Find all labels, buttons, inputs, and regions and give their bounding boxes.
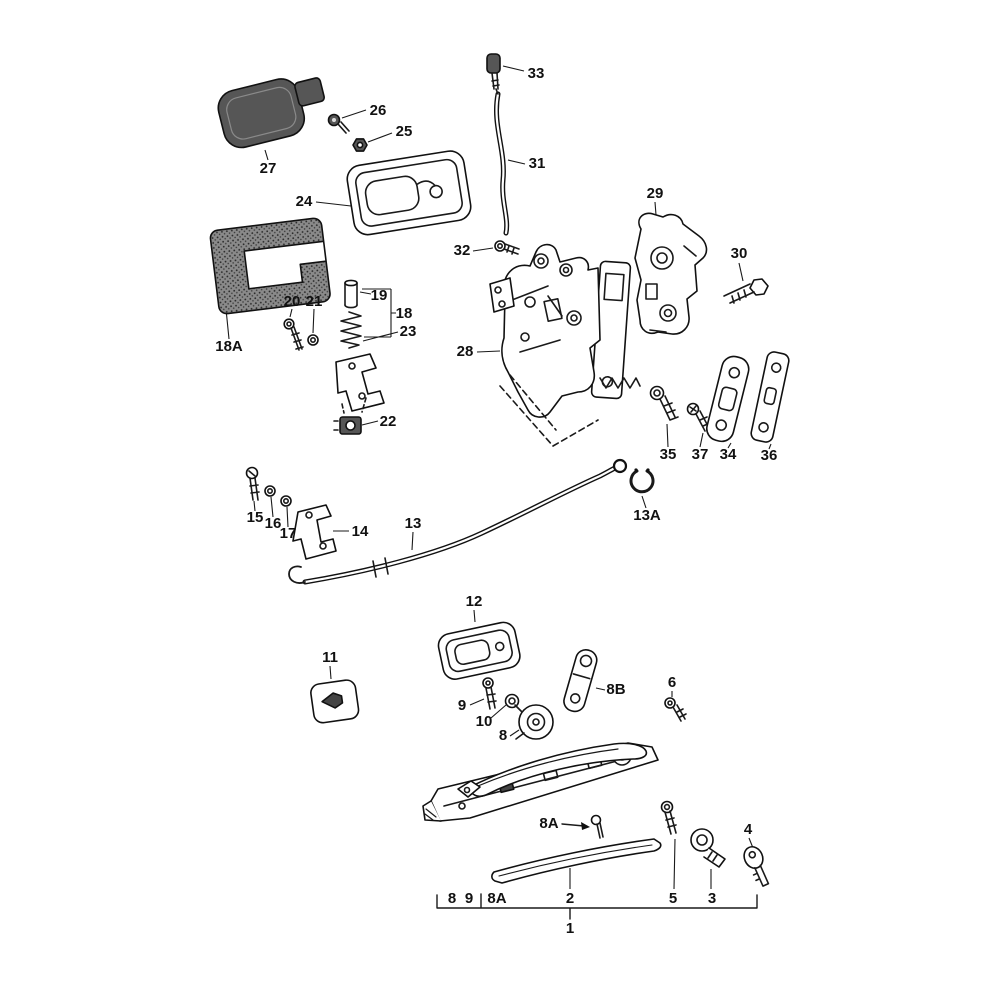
part-label-33: 33 (528, 65, 545, 82)
part-label-16: 16 (265, 515, 282, 532)
part-36-gasket-plate (750, 351, 790, 443)
part-label-8a: 8A (539, 815, 558, 832)
part-16-washer (264, 485, 276, 497)
part-5-bolt (660, 800, 677, 835)
part-label-18a: 18A (215, 338, 243, 355)
part-label-19: 19 (371, 287, 388, 304)
part-label-5: 5 (669, 890, 677, 907)
part-label-4: 4 (744, 821, 753, 838)
part-6-screw (664, 697, 687, 722)
part-label-6: 6 (668, 674, 676, 691)
part-label-23: 23 (400, 323, 417, 340)
part-35-bolt (649, 385, 679, 421)
part-label-14: 14 (352, 523, 369, 540)
part-20-screw (283, 318, 304, 351)
part-label-8a: 8A (487, 890, 506, 907)
part-34-striker-plate (706, 355, 750, 443)
part-label-36: 36 (761, 447, 778, 464)
part-33-pin (486, 53, 501, 90)
part-37-screw (686, 402, 711, 432)
part-14-bracket (292, 504, 337, 560)
part-label-32: 32 (454, 242, 471, 259)
part-3-lock-cylinder (690, 828, 726, 868)
part-label-1: 1 (566, 920, 574, 937)
part-8a-screw (561, 814, 604, 839)
part-13-actuating-rod (288, 458, 628, 585)
leader-lines (225, 65, 772, 890)
part-label-13: 13 (405, 515, 422, 532)
part-11-cylinder-gasket (310, 679, 360, 724)
part-24-handle-bezel (346, 150, 472, 236)
part-label-26: 26 (370, 102, 387, 119)
part-label-17: 17 (280, 525, 297, 542)
part-label-31: 31 (529, 155, 546, 172)
part-18a-door-pull-seal (209, 217, 331, 315)
part-label-34: 34 (720, 446, 737, 463)
part-label-9: 9 (465, 890, 473, 907)
part-18-bracket (335, 353, 385, 414)
part-17-washer (280, 495, 292, 507)
bottom-reference-lines (436, 893, 758, 920)
part-9-screw (482, 677, 497, 710)
part-4-key (743, 845, 770, 887)
part-28-lock-mechanism (489, 243, 641, 447)
part-label-15: 15 (247, 509, 264, 526)
part-15-screw (245, 466, 260, 501)
part-12-handle-gasket (437, 621, 521, 680)
part-32-screw (494, 240, 520, 255)
part-label-10: 10 (476, 713, 493, 730)
part-label-8b: 8B (606, 681, 625, 698)
part-label-22: 22 (380, 413, 397, 430)
part-label-28: 28 (457, 343, 474, 360)
part-27-door-pull (217, 77, 326, 149)
part-label-18: 18 (396, 305, 413, 322)
part-8b-lever (563, 649, 598, 713)
part-label-29: 29 (647, 185, 664, 202)
part-30-bolt (723, 278, 769, 304)
part-1-outer-handle-assembly (422, 742, 659, 822)
part-25-nut (352, 138, 368, 152)
part-label-9: 9 (458, 697, 466, 714)
part-label-11: 11 (322, 649, 338, 666)
part-label-20: 20 (284, 293, 301, 310)
part-26-screw (327, 113, 350, 134)
part-13a-retaining-clip (629, 468, 655, 494)
part-label-3: 3 (708, 890, 716, 907)
part-8-lock-housing (514, 704, 554, 740)
part-label-30: 30 (731, 245, 748, 262)
part-31-rod (494, 88, 510, 236)
part-21-washer (307, 334, 319, 346)
part-label-24: 24 (296, 193, 313, 210)
part-label-2: 2 (566, 890, 574, 907)
part-label-37: 37 (692, 446, 709, 463)
part-label-12: 12 (466, 593, 483, 610)
part-label-27: 27 (260, 160, 277, 177)
arrow-head-icon (581, 822, 590, 830)
part-label-21: 21 (306, 293, 323, 310)
part-2-handle-seal (491, 838, 662, 884)
part-29-lock-carrier (634, 212, 708, 335)
part-23-spring (340, 311, 362, 349)
part-19-pin (344, 279, 358, 309)
part-label-8: 8 (499, 727, 507, 744)
part-label-35: 35 (660, 446, 677, 463)
part-22-clip (333, 416, 362, 435)
part-label-25: 25 (396, 123, 413, 140)
part-label-8: 8 (448, 890, 456, 907)
part-label-13a: 13A (633, 507, 661, 524)
